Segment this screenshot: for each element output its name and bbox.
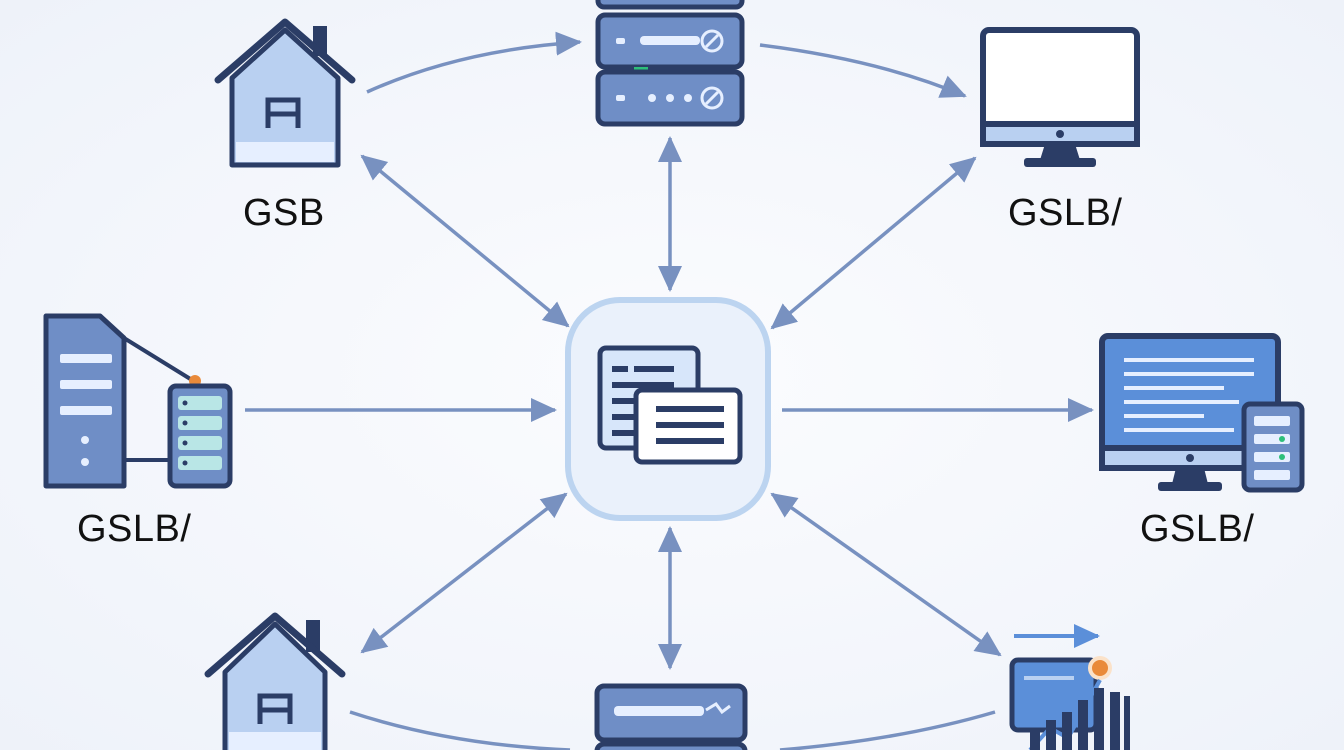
arrow-home-to-server [366, 31, 582, 94]
home-icon [214, 18, 356, 168]
arrow-monitor-hub [770, 156, 977, 330]
arrow-hub-analytics [770, 492, 1002, 657]
monitor-icon [980, 27, 1140, 167]
documents-hub-icon [565, 297, 771, 521]
arrow-hub-home2 [360, 492, 568, 654]
analytics-chart-icon [1009, 624, 1130, 750]
label-mid-right: GSLB/ [1140, 508, 1255, 550]
server-rack-icon [595, 0, 745, 127]
arrow-home-hub [360, 154, 570, 328]
home-icon-2 [204, 612, 346, 750]
label-top-left: GSB [243, 192, 325, 234]
server-rack-icon-2 [594, 683, 748, 750]
arrow-server2-to-analytics [779, 710, 996, 750]
arrow-home2-to-server2 [349, 710, 571, 750]
label-top-right: GSLB/ [1008, 192, 1123, 234]
connector-arrows [245, 31, 1094, 750]
arrow-server-to-monitor [759, 43, 967, 98]
label-mid-left: GSLB/ [77, 508, 192, 550]
server-cluster-icon [43, 313, 233, 489]
workstation-icon [1099, 333, 1305, 493]
